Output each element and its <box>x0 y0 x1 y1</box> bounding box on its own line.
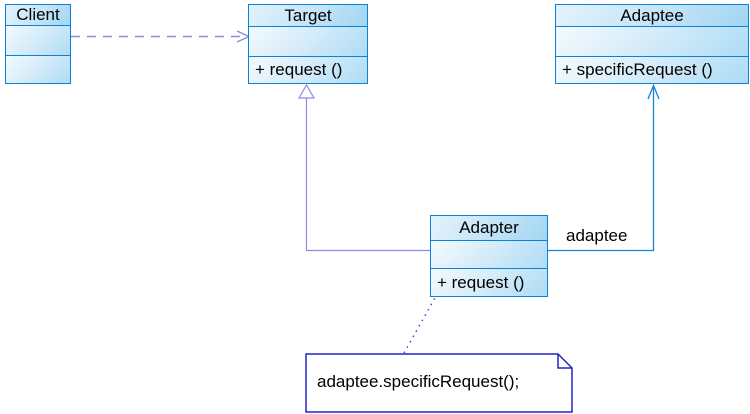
class-box-adapter[interactable]: Adapter + request () <box>430 215 548 297</box>
note-body[interactable] <box>305 353 573 413</box>
association-role-label: adaptee <box>566 226 628 245</box>
association-open-arrowhead-icon <box>647 83 660 100</box>
class-attributes-adapter[interactable] <box>431 241 547 269</box>
class-methods-adaptee[interactable]: + specificRequest () <box>556 57 748 83</box>
class-box-target[interactable]: Target + request () <box>248 4 368 84</box>
class-methods-adapter[interactable]: + request () <box>431 269 547 296</box>
note-text: adaptee.specificRequest(); <box>317 372 520 391</box>
note-shape[interactable] <box>305 353 573 413</box>
class-name-adapter: Adapter <box>431 216 547 241</box>
class-box-client[interactable]: Client <box>5 4 71 84</box>
class-attributes-adaptee[interactable] <box>556 27 748 57</box>
class-box-adaptee[interactable]: Adaptee + specificRequest () <box>555 4 749 84</box>
association-line-adapter-to-adaptee[interactable] <box>548 87 655 252</box>
class-name-adaptee: Adaptee <box>556 5 748 27</box>
note-anchor-line[interactable] <box>403 295 437 354</box>
class-methods-target[interactable]: + request () <box>249 57 367 83</box>
class-name-target: Target <box>249 5 367 27</box>
class-attributes-target[interactable] <box>249 27 367 57</box>
note-fold-corner-icon <box>557 354 572 369</box>
generalization-hollow-triangle-icon <box>297 83 316 99</box>
class-attributes-client[interactable] <box>6 26 70 56</box>
class-name-client: Client <box>6 5 70 26</box>
generalization-line-adapter-to-target[interactable] <box>305 98 431 252</box>
class-methods-client[interactable] <box>6 56 70 83</box>
